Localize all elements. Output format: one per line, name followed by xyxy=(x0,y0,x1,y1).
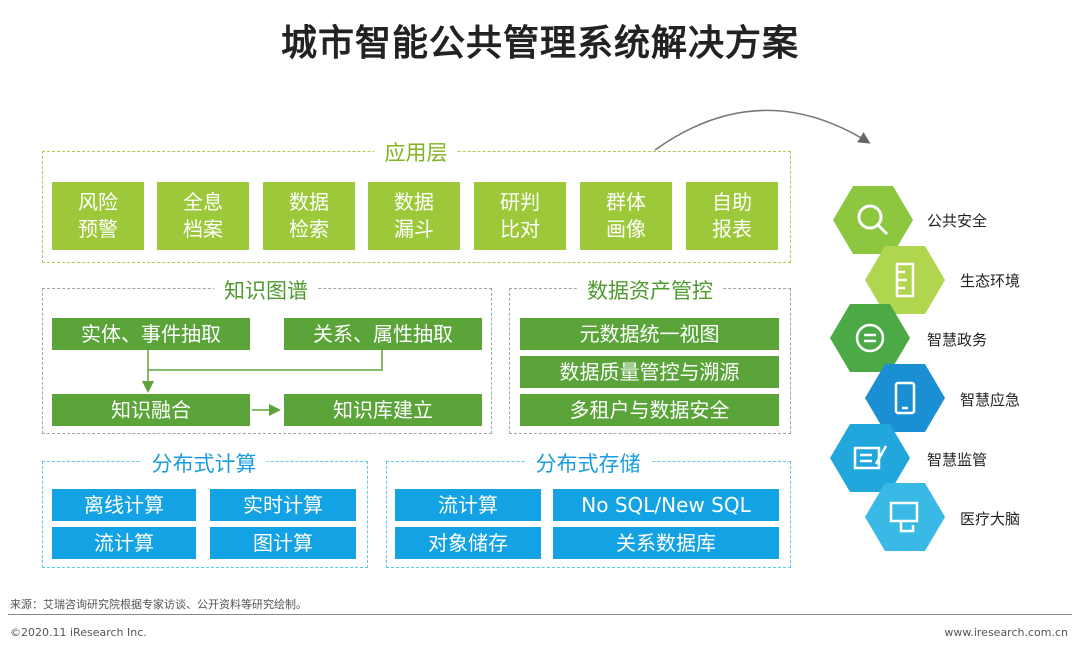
monitor-hand-icon xyxy=(889,501,919,533)
connector-relation-merge xyxy=(148,350,383,371)
knowledge-base-box: 知识库建立 xyxy=(284,394,482,426)
page-title: 城市智能公共管理系统解决方案 xyxy=(280,23,799,64)
app-item-line2: 预警 xyxy=(78,217,118,241)
label-medical-brain: 医疗大脑 xyxy=(960,510,1021,528)
offline-compute-box: 离线计算 xyxy=(52,489,196,521)
knowledge-fusion-box: 知识融合 xyxy=(52,394,250,426)
app-item-data-funnel: 数据 漏斗 xyxy=(368,182,460,250)
application-layer-label: 应用层 xyxy=(374,140,458,166)
copyright: ©2020.11 iResearch Inc. xyxy=(10,626,147,639)
distributed-storage-label: 分布式存储 xyxy=(525,451,651,477)
chat-icon xyxy=(855,323,885,353)
distributed-compute-label: 分布式计算 xyxy=(141,451,267,477)
stream-compute-box: 流计算 xyxy=(52,527,196,559)
metadata-view-box: 元数据统一视图 xyxy=(520,318,779,350)
footer-divider xyxy=(8,614,1072,615)
relation-extraction-box: 关系、属性抽取 xyxy=(284,318,482,350)
data-quality-box: 数据质量管控与溯源 xyxy=(520,356,779,388)
app-item-analysis-compare: 研判 比对 xyxy=(474,182,566,250)
stream-storage-box: 流计算 xyxy=(395,489,541,521)
app-item-line1: 自助 xyxy=(712,190,752,214)
app-item-group-portrait: 群体 画像 xyxy=(580,182,672,250)
source-note: 来源：艾瑞咨询研究院根据专家访谈、公开资料等研究绘制。 xyxy=(10,598,307,611)
app-item-line2: 报表 xyxy=(712,217,752,241)
app-item-line1: 全息 xyxy=(183,190,223,214)
website-link[interactable]: www.iresearch.com.cn xyxy=(944,626,1068,639)
app-item-line1: 研判 xyxy=(500,190,540,214)
label-smart-gov: 智慧政务 xyxy=(927,331,988,349)
hex-emergency xyxy=(865,364,945,432)
entity-extraction-box: 实体、事件抽取 xyxy=(52,318,250,350)
app-item-risk-warning: 风险 预警 xyxy=(52,182,144,250)
app-item-line2: 画像 xyxy=(606,217,646,241)
nosql-box: No SQL/New SQL xyxy=(553,489,779,521)
magnifier-icon xyxy=(857,204,889,236)
label-smart-supervision: 智慧监管 xyxy=(927,451,988,469)
tablet-icon xyxy=(894,381,916,415)
ruler-icon xyxy=(895,262,915,298)
app-item-line1: 数据 xyxy=(394,190,434,214)
realtime-compute-box: 实时计算 xyxy=(210,489,356,521)
hex-medical xyxy=(865,483,945,551)
curved-arrow xyxy=(654,109,871,151)
app-item-data-search: 数据 检索 xyxy=(263,182,355,250)
app-item-line2: 比对 xyxy=(500,217,540,241)
relational-db-box: 关系数据库 xyxy=(553,527,779,559)
app-item-self-report: 自助 报表 xyxy=(686,182,778,250)
hex-public-safety xyxy=(833,186,913,254)
app-item-line1: 风险 xyxy=(78,190,118,214)
app-item-line1: 数据 xyxy=(289,190,329,214)
hex-gov xyxy=(830,304,910,372)
label-ecology: 生态环境 xyxy=(960,272,1021,290)
document-pen-icon xyxy=(853,445,888,470)
app-item-line2: 检索 xyxy=(289,217,329,241)
graph-compute-box: 图计算 xyxy=(210,527,356,559)
hex-ecology xyxy=(865,246,945,314)
app-item-line2: 漏斗 xyxy=(394,217,434,241)
hex-supervision xyxy=(830,424,910,492)
data-asset-label: 数据资产管控 xyxy=(577,278,723,304)
app-item-line1: 群体 xyxy=(606,190,646,214)
knowledge-graph-label: 知识图谱 xyxy=(214,278,318,304)
app-item-line2: 档案 xyxy=(183,217,223,241)
label-smart-emergency: 智慧应急 xyxy=(960,391,1021,409)
app-item-holographic-archive: 全息 档案 xyxy=(157,182,249,250)
object-storage-box: 对象储存 xyxy=(395,527,541,559)
label-public-safety: 公共安全 xyxy=(927,212,988,230)
multi-tenant-box: 多租户与数据安全 xyxy=(520,394,779,426)
